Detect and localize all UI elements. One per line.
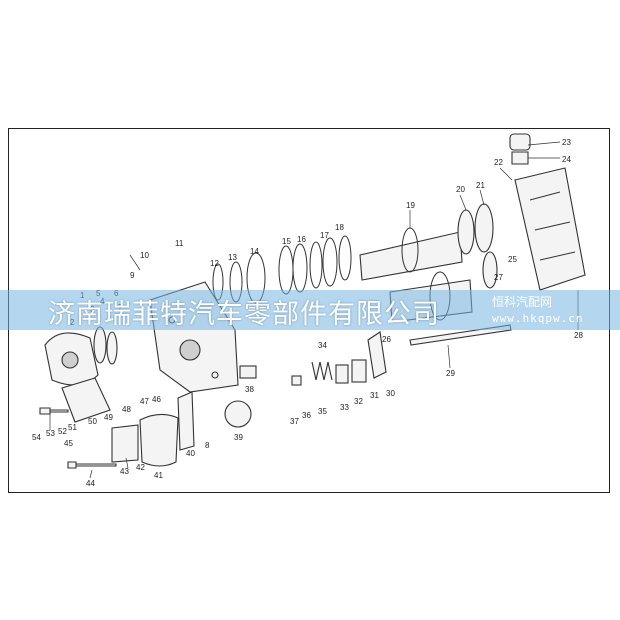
label-8: 8 (205, 441, 210, 450)
bush-33 (335, 364, 349, 384)
label-32: 32 (354, 397, 363, 406)
label-23: 23 (562, 138, 571, 147)
watermark-site-url: www.hkqpw.cn (492, 312, 584, 325)
label-49: 49 (104, 413, 113, 422)
label-25: 25 (508, 255, 517, 264)
bearing-20 (457, 209, 475, 255)
rod-29 (409, 324, 512, 346)
fitting-24 (511, 151, 529, 165)
label-19: 19 (406, 201, 415, 210)
label-33: 33 (340, 403, 349, 412)
label-15: 15 (282, 237, 291, 246)
front-cover-bore (61, 351, 79, 369)
label-54: 54 (32, 433, 41, 442)
label-26: 26 (382, 335, 391, 344)
label-52: 52 (58, 427, 67, 436)
watermark-banner (0, 290, 620, 330)
label-11: 11 (175, 239, 184, 248)
label-45: 45 (64, 439, 73, 448)
label-40: 40 (186, 449, 195, 458)
label-29: 29 (446, 369, 455, 378)
label-22: 22 (494, 158, 503, 167)
spring-34 (311, 361, 333, 381)
bracket-42 (111, 424, 139, 463)
label-28: 28 (574, 331, 583, 340)
label-17: 17 (320, 231, 329, 240)
bearing-26 (482, 251, 498, 289)
cap-23 (509, 133, 531, 151)
label-30: 30 (386, 389, 395, 398)
label-46: 46 (152, 395, 161, 404)
block-38 (239, 365, 257, 379)
label-43: 43 (120, 467, 129, 476)
o-ring-39 (224, 400, 252, 428)
watermark-company: 济南瑞菲特汽车零部件有限公司 (48, 299, 440, 330)
label-50: 50 (88, 417, 97, 426)
seal-ring-5 (106, 331, 118, 365)
label-12: 12 (210, 259, 219, 268)
plate-40 (177, 391, 195, 451)
label-42: 42 (136, 463, 145, 472)
label-21: 21 (476, 181, 485, 190)
lever-31 (367, 331, 387, 379)
seal-ring-2 (93, 326, 107, 364)
label-18: 18 (335, 223, 344, 232)
rear-cover-28 (514, 167, 586, 291)
label-38: 38 (245, 385, 254, 394)
label-16: 16 (297, 235, 306, 244)
label-51: 51 (68, 423, 77, 432)
label-9: 9 (130, 271, 135, 280)
plug-32 (351, 359, 367, 383)
label-24: 24 (562, 155, 571, 164)
housing-bolt-hole-2 (211, 371, 219, 379)
bearing-21 (474, 203, 494, 253)
label-31: 31 (370, 391, 379, 400)
label-37: 37 (290, 417, 299, 426)
cover-plate-50 (61, 377, 111, 423)
label-48: 48 (122, 405, 131, 414)
part-number-labels: 1 2 3 4 5 6 7 8 9 10 11 12 13 14 15 16 1… (32, 138, 583, 488)
label-53: 53 (46, 429, 55, 438)
label-35: 35 (318, 407, 327, 416)
label-44: 44 (86, 479, 95, 488)
label-14: 14 (250, 247, 259, 256)
label-34: 34 (318, 341, 327, 350)
label-39: 39 (234, 433, 243, 442)
watermark-site-name: 恒科汽配网 (492, 295, 553, 309)
main-shaft-19 (359, 231, 463, 281)
label-36: 36 (302, 411, 311, 420)
pin-37 (291, 375, 302, 386)
label-20: 20 (456, 185, 465, 194)
screw-44 (67, 461, 117, 469)
rear-cover-detail (529, 191, 576, 261)
label-27: 27 (494, 273, 503, 282)
label-47: 47 (140, 397, 149, 406)
label-13: 13 (228, 253, 237, 262)
side-block-41 (139, 413, 179, 467)
label-41: 41 (154, 471, 163, 480)
screw-54 (39, 407, 69, 415)
label-10: 10 (140, 251, 149, 260)
housing-bore (179, 339, 201, 361)
